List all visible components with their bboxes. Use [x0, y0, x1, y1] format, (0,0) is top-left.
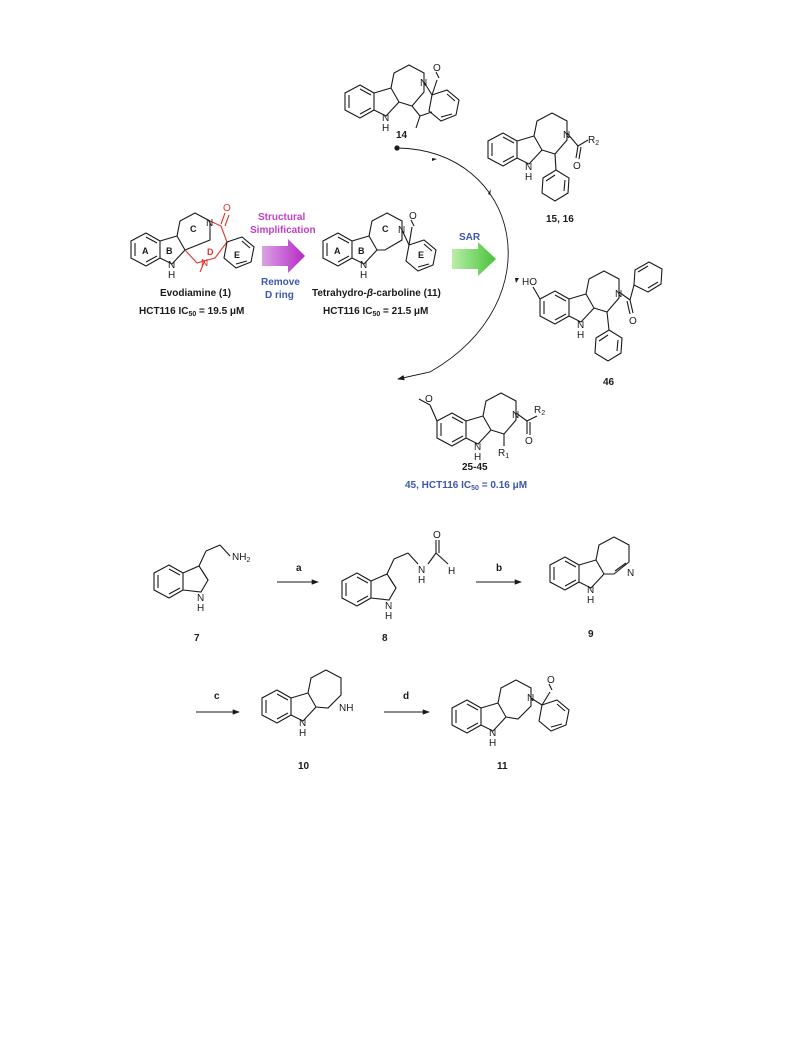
- cmpd46-label: 46: [603, 377, 615, 388]
- c8-label: 8: [382, 633, 388, 644]
- cmpd15-r2-atom: R2: [588, 135, 599, 147]
- cmpd14-o-atom: O: [433, 63, 441, 74]
- thbc-name: Tetrahydro-β-carboline (11): [312, 288, 441, 299]
- step1-label-remove: Remove: [261, 277, 300, 288]
- thbc-h-atom: H: [360, 270, 367, 281]
- c11-h-atom: H: [489, 738, 496, 749]
- c7-label: 7: [194, 633, 200, 644]
- cmpd25-n-atom: N: [512, 410, 519, 421]
- ring-b-label: B: [166, 246, 173, 256]
- cmpd15-n-atom: N: [563, 130, 570, 141]
- c9-label: 9: [588, 629, 594, 640]
- c8-nh-atom: N: [385, 601, 392, 612]
- step1-label-dring: D ring: [265, 290, 294, 301]
- cmpd15-structure: [487, 112, 589, 202]
- ring-d-label: D: [207, 247, 214, 257]
- cmpd25-r1-atom: R1: [498, 448, 509, 460]
- thbc-ring-c: C: [382, 224, 389, 234]
- cmpd15-nh-atom: N: [525, 162, 532, 173]
- thbc-ring-b: B: [358, 246, 365, 256]
- c10-h-atom: H: [299, 728, 306, 739]
- step-b-label: b: [496, 563, 502, 574]
- thbc-ring-e: E: [418, 250, 424, 260]
- step-a-label: a: [296, 563, 302, 574]
- thbc-nh-atom: N: [360, 260, 367, 271]
- evodiamine-name: Evodiamine (1): [160, 288, 231, 299]
- c8-h-atom: H: [385, 611, 392, 622]
- ring-e-label: E: [234, 250, 240, 260]
- c8-o-atom: O: [433, 530, 441, 541]
- cmpd46-structure: [532, 261, 663, 362]
- evodiamine-n2-atom: N: [201, 258, 208, 269]
- cmpd46-n-atom: N: [615, 289, 622, 300]
- c8-amide-h: H: [418, 575, 425, 586]
- c10-indole-n: N: [299, 718, 306, 729]
- step-c-label: c: [214, 691, 220, 702]
- c11-structure: [451, 679, 570, 734]
- c11-label: 11: [497, 761, 508, 772]
- c7-structure: [153, 544, 231, 599]
- c10-label: 10: [298, 761, 310, 772]
- c10-structure: [261, 669, 342, 724]
- cmpd25-r2-atom: R2: [534, 405, 545, 417]
- ring-c-label: C: [190, 224, 197, 234]
- evodiamine-activity: HCT116 IC50 = 19.5 μM: [139, 306, 244, 318]
- cmpd14-h-atom: H: [382, 123, 389, 134]
- c9-n-atom: N: [627, 568, 634, 579]
- cmpd46-ho-atom: HO: [522, 277, 537, 288]
- step1-label-structural: Structural: [258, 212, 305, 223]
- cmpd14-structure: [344, 64, 460, 129]
- step-d-label: d: [403, 691, 409, 702]
- cmpd25-nh-atom: N: [474, 442, 481, 453]
- cmpd46-h-atom: H: [577, 330, 584, 341]
- step2-arrow: [452, 242, 496, 276]
- ring-a-label: A: [142, 246, 149, 256]
- step1-label-simplification: Simplification: [250, 225, 316, 236]
- cmpd45-activity: 45, HCT116 IC50 = 0.16 μM: [405, 480, 527, 492]
- evodiamine-structure: [130, 212, 255, 273]
- cmpd15-h-atom: H: [525, 172, 532, 183]
- c9-h-atom: H: [587, 595, 594, 606]
- cmpd15-o-atom: O: [573, 161, 581, 172]
- cmpd25-o-atom: O: [525, 436, 533, 447]
- evodiamine-n1-atom: N: [206, 218, 213, 229]
- cmpd14-label: 14: [396, 130, 408, 141]
- evodiamine-nh-atom: N: [168, 260, 175, 271]
- c8-amide-n: N: [418, 565, 425, 576]
- cmpd25-o-methoxy: O: [425, 394, 433, 405]
- c11-o-atom: O: [547, 675, 555, 686]
- c7-nh-atom: N: [197, 593, 204, 604]
- c9-nh-atom: N: [587, 585, 594, 596]
- arc-tick-3: [432, 158, 437, 161]
- thbc-n-atom: N: [398, 225, 405, 236]
- thbc-o-atom: O: [409, 211, 417, 222]
- cmpd46-nh-atom: N: [577, 320, 584, 331]
- c8-structure: [341, 540, 449, 607]
- cmpd46-o-atom: O: [629, 316, 637, 327]
- cmpd15-label: 15, 16: [546, 214, 574, 225]
- evodiamine-o-atom: O: [223, 203, 231, 214]
- sar-arc: [396, 147, 509, 381]
- step1-arrow: [262, 239, 305, 273]
- c8-formyl-h: H: [448, 566, 455, 577]
- evodiamine-h-atom: H: [168, 270, 175, 281]
- c9-structure: [549, 536, 630, 591]
- cmpd14-nh-atom: N: [382, 113, 389, 124]
- c7-h-atom: H: [197, 603, 204, 614]
- cmpd25-label: 25-45: [462, 462, 488, 473]
- c11-nh-atom: N: [489, 728, 496, 739]
- arc-tick-1: [488, 189, 491, 195]
- step2-label-sar: SAR: [459, 232, 481, 243]
- cmpd25-h-atom: H: [474, 452, 481, 463]
- cmpd25-structure: [418, 392, 538, 447]
- thbc-ring-a: A: [334, 246, 341, 256]
- cmpd14-n-atom: N: [420, 78, 427, 89]
- thbc-structure: [322, 212, 437, 272]
- arc-tick-2: [515, 278, 519, 283]
- c10-nh: NH: [339, 703, 353, 714]
- c7-nh2: NH2: [232, 552, 250, 564]
- c11-n-atom: N: [527, 693, 534, 704]
- thbc-activity: HCT116 IC50 = 21.5 μM: [323, 306, 428, 318]
